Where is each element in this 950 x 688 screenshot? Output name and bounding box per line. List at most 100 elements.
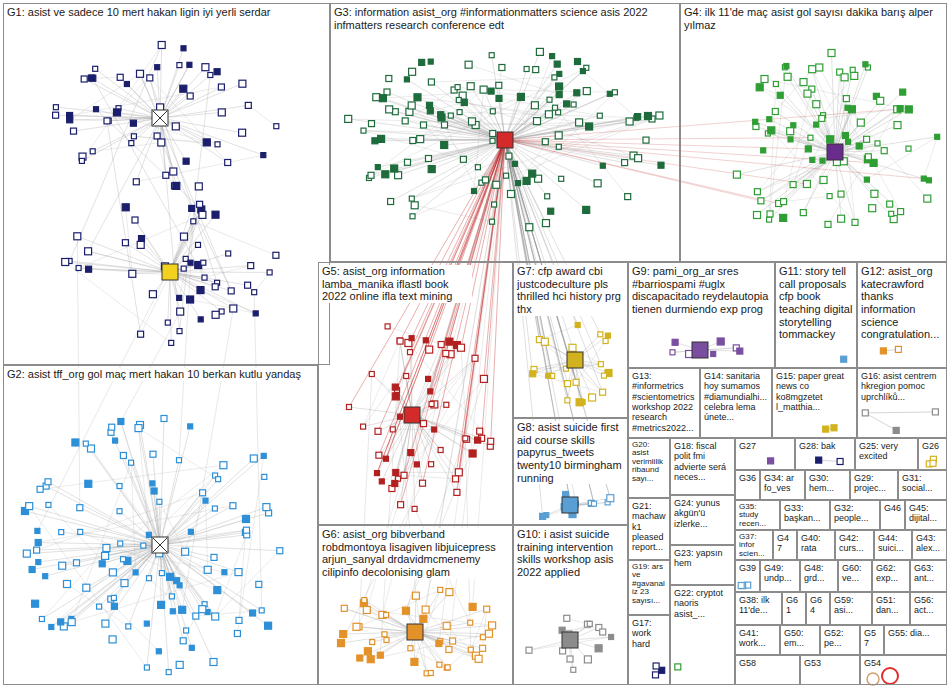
- network-vertex: [583, 88, 590, 95]
- network-vertex: [756, 84, 763, 91]
- network-vertex: [622, 160, 628, 166]
- network-vertex: [865, 154, 871, 160]
- network-vertex: [484, 606, 490, 612]
- network-vertex: [864, 177, 869, 182]
- group-label: G5: asist_org information lamba_manika i…: [322, 265, 472, 303]
- network-vertex: [102, 552, 109, 559]
- network-edge: [121, 421, 172, 596]
- network-vertex: [921, 176, 926, 181]
- network-vertex: [156, 649, 161, 654]
- network-vertex: [828, 50, 835, 57]
- network-vertex: [208, 73, 213, 78]
- network-edge: [215, 551, 280, 617]
- network-vertex: [212, 613, 219, 620]
- network-vertex: [180, 638, 186, 644]
- network-vertex: [340, 631, 347, 638]
- network-vertex: [417, 136, 424, 143]
- network-vertex: [442, 122, 448, 128]
- network-vertex: [267, 270, 272, 275]
- network-vertex: [653, 672, 659, 678]
- group-label: G11: story tell call proposals cfp book …: [779, 265, 853, 341]
- network-vertex: [361, 128, 366, 133]
- network-vertex: [767, 211, 773, 217]
- network-edge: [391, 140, 505, 201]
- group-label: G19: ars ve #gavanaliz 23 sayısı...: [632, 563, 666, 605]
- network-vertex: [543, 220, 550, 227]
- network-vertex: [444, 402, 449, 407]
- network-vertex: [534, 118, 541, 125]
- group-panel: G20: asist verimlilik ribaund sayı...: [628, 438, 670, 498]
- network-vertex: [547, 97, 552, 102]
- network-vertex: [432, 427, 437, 432]
- network-vertex: [49, 625, 54, 630]
- network-vertex: [556, 83, 563, 90]
- network-vertex: [182, 548, 189, 555]
- group-label: G26: [922, 441, 939, 451]
- network-edge: [408, 343, 490, 441]
- group-panel: G42: curs...: [835, 530, 874, 560]
- network-vertex: [376, 452, 382, 458]
- group-panel: G18: fiscal polit fmi advierte será nece…: [670, 438, 735, 495]
- network-vertex: [150, 451, 156, 457]
- network-vertex: [200, 490, 206, 496]
- network-edge: [193, 221, 276, 255]
- group-panel: G58: [735, 655, 800, 685]
- network-edge: [484, 90, 615, 93]
- group-label: G47: [777, 533, 793, 554]
- network-edge: [377, 140, 505, 473]
- network-vertex: [587, 621, 592, 626]
- network-edge: [105, 545, 160, 624]
- group-label: G48: grd...: [804, 563, 834, 584]
- network-vertex: [377, 652, 383, 658]
- network-vertex: [88, 75, 94, 81]
- network-vertex: [353, 623, 360, 630]
- network-edge: [377, 415, 412, 473]
- network-edge: [476, 121, 630, 125]
- network-edge: [415, 625, 492, 632]
- network-vertex: [226, 251, 231, 256]
- network-vertex: [469, 118, 476, 125]
- network-edge: [160, 84, 242, 118]
- network-edge: [136, 155, 263, 182]
- group-label: G49: undp...: [764, 563, 796, 584]
- network-vertex: [361, 424, 366, 429]
- hub-vertex: [562, 497, 578, 513]
- network-vertex: [228, 288, 234, 294]
- network-vertex: [137, 241, 144, 248]
- group-panel: G48: grd...: [800, 560, 838, 592]
- network-vertex: [222, 570, 227, 575]
- network-edge: [533, 374, 603, 392]
- network-vertex: [169, 340, 174, 345]
- group-label: G4: ilk 11'de maç asist gol sayısı dakik…: [684, 6, 943, 31]
- network-vertex: [155, 65, 160, 70]
- network-edge: [248, 105, 276, 126]
- network-vertex: [412, 506, 417, 511]
- group-label: G40: rata: [801, 533, 831, 554]
- group-panel: G44: suici...: [874, 530, 912, 560]
- network-vertex: [198, 317, 203, 322]
- network-vertex: [385, 324, 390, 329]
- network-edge: [37, 493, 203, 550]
- network-edge: [412, 119, 652, 199]
- network-edge: [406, 431, 480, 611]
- network-vertex: [64, 581, 71, 588]
- network-vertex: [480, 635, 485, 640]
- network-vertex: [118, 541, 123, 546]
- network-vertex: [183, 158, 189, 164]
- network-edge: [807, 94, 835, 152]
- network-vertex: [422, 606, 429, 613]
- network-vertex: [446, 647, 452, 653]
- group-panel: G62: exp...: [872, 560, 910, 592]
- network-vertex: [392, 393, 399, 400]
- group-panel: G23: yapsın hem: [670, 545, 735, 585]
- network-edge: [160, 426, 190, 545]
- network-vertex: [79, 158, 84, 163]
- network-edge: [835, 152, 901, 212]
- group-label: G37: infor scien...: [739, 533, 769, 558]
- network-vertex: [496, 95, 502, 101]
- group-label: G1: asist ve sadece 10 mert hakan ligin …: [7, 6, 271, 19]
- network-vertex: [523, 177, 530, 184]
- network-vertex: [733, 171, 740, 178]
- network-vertex: [244, 527, 250, 533]
- network-vertex: [429, 462, 434, 467]
